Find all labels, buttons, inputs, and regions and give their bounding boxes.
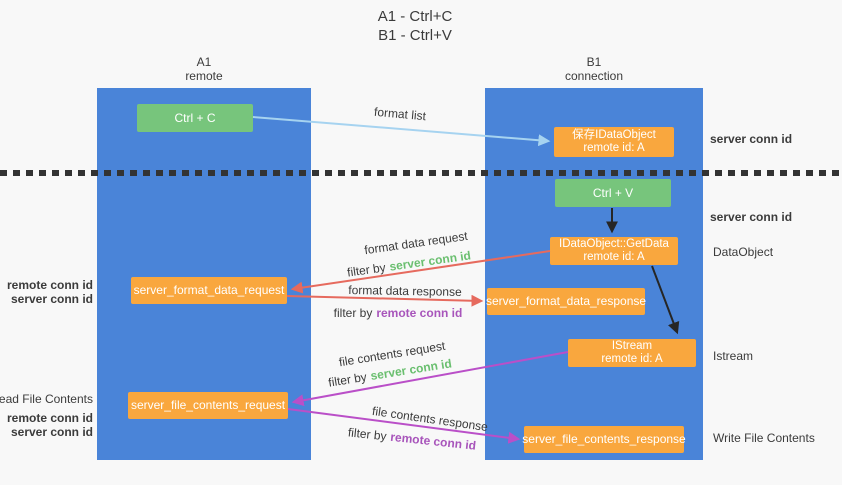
format-data-response-label: format data response [348, 283, 462, 299]
server-file-contents-response-box: server_file_contents_response [522, 426, 686, 453]
ctrl-c-box: Ctrl + C [137, 104, 253, 132]
getdata-line2: remote id: A [583, 251, 645, 263]
title-line-a1: A1 - Ctrl+C [377, 8, 453, 25]
server-format-data-response-label: server_format_data_response [485, 294, 647, 308]
left-column-name: A1 [196, 55, 212, 69]
ctrl-v-label: Ctrl + V [592, 185, 634, 200]
right-column-header: B1 connection [534, 55, 654, 83]
istream-line1: IStream [611, 340, 653, 352]
server-format-data-response-box: server_format_data_response [485, 288, 647, 315]
remote-conn-id-text: remote conn id [389, 429, 477, 453]
save-idataobject-line1: 保存IDataObject [572, 129, 656, 141]
filter-by-text: filter by [347, 425, 388, 444]
istream-side-label: Istream [713, 349, 754, 363]
server-file-contents-request-box: server_file_contents_request [128, 392, 288, 419]
ctrl-v-box: Ctrl + V [555, 179, 671, 207]
left-column-header: A1 remote [144, 55, 264, 83]
right-column-role: connection [564, 69, 624, 83]
diagram-title: A1 - Ctrl+C B1 - Ctrl+V [330, 7, 500, 45]
save-idataobject-line2: remote id: A [583, 142, 645, 154]
format-list-label: format list [373, 104, 427, 124]
write-file-contents-label: Write File Contents [713, 431, 815, 445]
server-format-data-request-label: server_format_data_request [133, 283, 285, 297]
istream-line2: remote id: A [601, 353, 663, 365]
dotted-separator-line [0, 170, 842, 176]
right-server-conn-id-mid: server conn id [710, 210, 793, 224]
title-line-b1: B1 - Ctrl+V [378, 27, 452, 44]
filter-by-text: filter by [327, 369, 368, 390]
left-server-conn-id-top: server conn id [10, 292, 93, 306]
ctrl-c-label: Ctrl + C [174, 110, 216, 125]
remote-conn-id-text: remote conn id [376, 306, 463, 320]
right-column-name: B1 [586, 55, 602, 69]
server-file-contents-response-label: server_file_contents_response [522, 432, 686, 446]
server-format-data-request-box: server_format_data_request [131, 277, 287, 304]
istream-box: IStream remote id: A [568, 339, 696, 367]
idataobject-getdata-box: IDataObject::GetData remote id: A [550, 237, 678, 265]
left-remote-conn-id-bottom: remote conn id [6, 411, 93, 425]
right-server-conn-id-top: server conn id [710, 132, 793, 146]
left-remote-conn-id-top: remote conn id [6, 278, 93, 292]
left-column-role: remote [185, 69, 223, 83]
getdata-line1: IDataObject::GetData [559, 238, 669, 250]
server-file-contents-request-label: server_file_contents_request [130, 398, 286, 412]
left-server-conn-id-bottom: server conn id [10, 425, 93, 439]
read-file-contents-label: Read File Contents [0, 392, 93, 406]
dataobject-label: DataObject [713, 245, 774, 259]
filter-by-text: filter by [346, 260, 387, 280]
filter-by-text: filter by [333, 306, 373, 320]
save-idataobject-box: 保存IDataObject remote id: A [554, 127, 674, 157]
